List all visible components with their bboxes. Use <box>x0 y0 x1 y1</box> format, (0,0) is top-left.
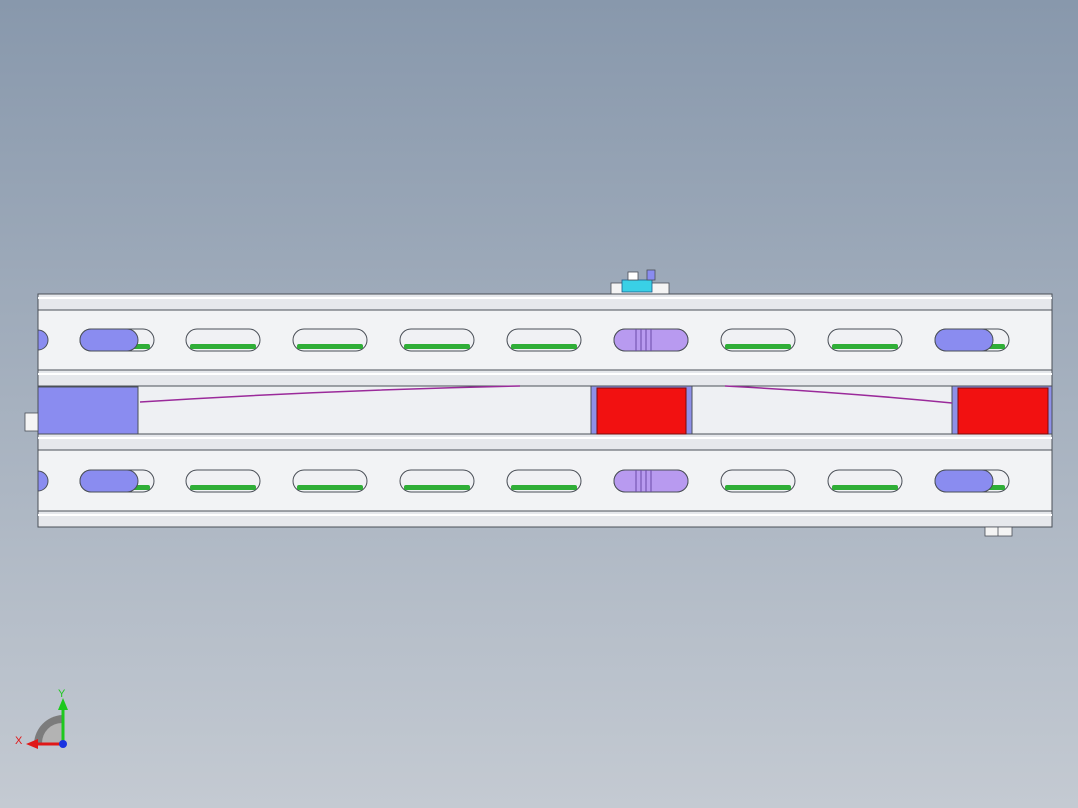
top-mount-cyan <box>621 279 653 293</box>
y-axis-arrow <box>58 698 68 710</box>
bottom-rail-flange <box>37 510 1053 528</box>
z-axis-dot <box>59 740 67 748</box>
left-end-stub <box>24 412 39 432</box>
lower-slot-row-slot-blue-insert <box>934 469 994 493</box>
upper-slot-row-edge-slot <box>37 329 49 351</box>
middle-rail-upper-flange <box>37 369 1053 387</box>
lower-slot-row-edge-slot <box>37 470 49 492</box>
y-axis-label: Y <box>58 688 66 700</box>
axis-triad: Y X <box>15 688 68 749</box>
x-axis-arrow <box>26 739 38 749</box>
top-mount-cap-left <box>627 271 639 281</box>
bottom-tab <box>984 526 1013 537</box>
upper-slot-row-slot-green <box>725 344 791 349</box>
left-wire <box>139 385 521 403</box>
upper-slot-row-slot-green <box>190 344 256 349</box>
upper-slot-row-slot-blue-insert <box>79 328 139 352</box>
lower-slot-row-slot-green <box>190 485 256 490</box>
upper-slot-row-slot-blue-insert <box>934 328 994 352</box>
right-wire <box>724 385 953 404</box>
lower-slot-row-slot-green <box>725 485 791 490</box>
triad-shade-light <box>42 723 62 743</box>
left-blue-block <box>37 386 139 435</box>
center-gap <box>37 385 1053 435</box>
middle-rail-lower-flange <box>37 433 1053 451</box>
lower-slot-row-slot-green <box>511 485 577 490</box>
upper-slot-row-slot-green <box>832 344 898 349</box>
upper-slot-row-slot-green <box>511 344 577 349</box>
top-mount-cap-right <box>646 269 656 281</box>
lower-slot-row-slot-green <box>832 485 898 490</box>
top-rail-flange <box>37 293 1053 311</box>
lower-slot-row-slot-green <box>404 485 470 490</box>
right-red-block <box>957 387 1049 435</box>
lower-slot-row-slot-blue-insert <box>79 469 139 493</box>
upper-slot-row-slot-green <box>297 344 363 349</box>
x-axis-label: X <box>15 735 23 747</box>
center-red-block <box>596 387 687 435</box>
upper-slot-row-slot-green <box>404 344 470 349</box>
lower-slot-row-slot-green <box>297 485 363 490</box>
